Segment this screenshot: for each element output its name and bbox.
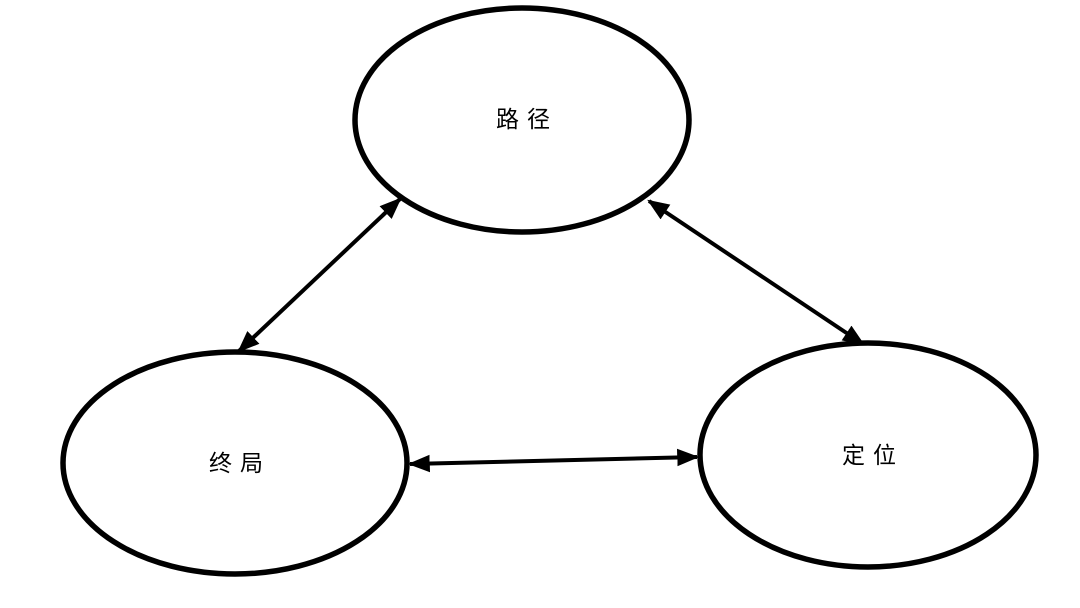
edge-endgame-positioning-arrow	[407, 448, 700, 473]
node-positioning-label: 定位	[842, 443, 904, 469]
node-path-label: 路径	[496, 107, 558, 133]
edge-path-positioning-arrow	[647, 199, 865, 346]
node-endgame-label: 终局	[209, 451, 271, 477]
node-endgame-ellipse	[60, 349, 410, 577]
node-positioning-ellipse	[697, 340, 1039, 570]
node-path-ellipse	[352, 5, 692, 235]
edge-path-endgame-arrow	[237, 197, 402, 353]
